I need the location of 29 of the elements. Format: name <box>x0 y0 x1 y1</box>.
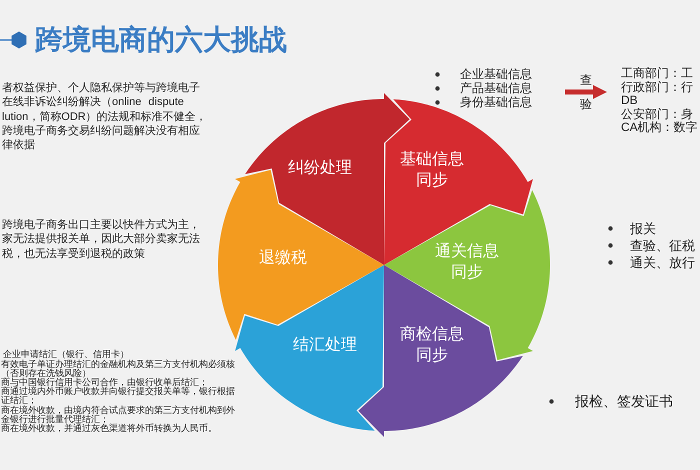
list-item: 行政部门：行 <box>621 80 693 94</box>
list-item: 企业申请结汇（银行、信用卡） <box>3 350 129 360</box>
list-item: 身份基础信息 <box>460 95 532 109</box>
segment-label: 退缴税 <box>259 248 307 268</box>
paragraph: 跨境电子商务出口主要以快件方式为主，家无法提供报关单，因此大部分卖家无法税，也无法享受到退税的政策 <box>2 218 201 262</box>
segment-label: 基础信息同步 <box>399 150 465 191</box>
list-item: 商通过境内外币账户收款并向银行提交报关单等，银行根据证结汇； <box>1 387 236 406</box>
edge-label: 查验 <box>580 72 593 113</box>
segment-label: 结汇处理 <box>293 335 357 356</box>
list-item: 报关 <box>630 220 656 237</box>
segment-label: 商检信息同步 <box>399 324 465 366</box>
arrow <box>565 85 607 99</box>
list-item: 报检、签发证书 <box>575 392 673 410</box>
list-item: 商与中国银行信用卡公司合作，由银行收单后结汇； <box>1 378 208 387</box>
list-item: 产品基础信息 <box>460 81 532 95</box>
list-item: 通关、放行 <box>630 254 695 271</box>
list-item: 商在境外收款，并通过灰色渠道将外币转换为人民币。 <box>1 424 217 434</box>
segment-label: 纠纷处理 <box>288 158 352 178</box>
list-item: DB <box>621 94 638 108</box>
title: 跨境电商的六大挑战 <box>35 23 287 57</box>
paragraph: 者权益保护、个人隐私保护等与跨境电子在线非诉讼纠纷解决（online dispute lution，简称ODR）的法规和标准不健全，跨境电子商务交易纠纷问题解决没有相应律依据 <box>2 80 208 153</box>
segment-label: 通关信息同步 <box>434 242 500 283</box>
list-item: 商在境外收款，由境内符合试点要求的第三方支付机构到外金银行进行批量代理结汇； <box>1 406 236 424</box>
list-item: 公安部门：身 <box>621 108 693 121</box>
list-item: 有效电子单证办理结汇的金融机构及第三方支付机构必须核（否则存在洗钱风险） <box>1 360 236 378</box>
list-item: CA机构：数字 <box>621 121 698 135</box>
list-item: 企业基础信息 <box>460 67 532 81</box>
list-item: 查验、征税 <box>630 237 695 254</box>
list-item: 工商部门：工 <box>621 67 693 81</box>
